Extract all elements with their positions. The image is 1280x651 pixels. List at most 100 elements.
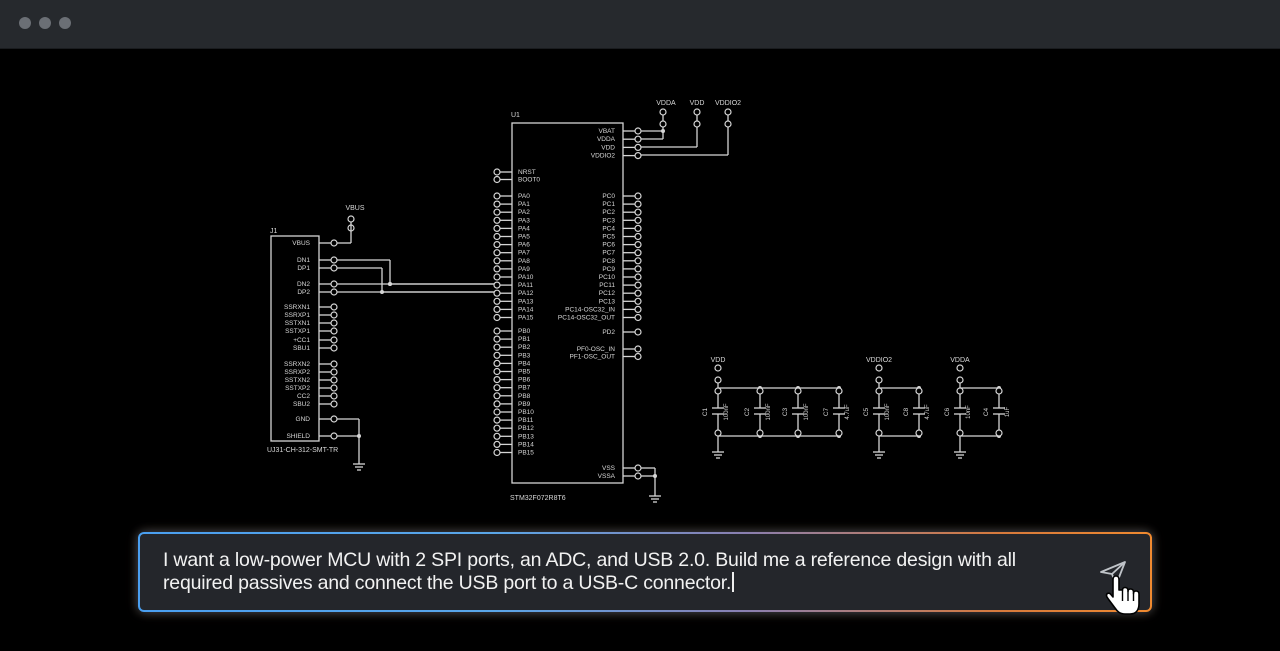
maximize-window-dot[interactable] <box>59 17 71 29</box>
schematic-drawing: J1UJ31-CH-312-SMT-TRVBUSDN1DP1DN2DP2SSRX… <box>267 100 1011 503</box>
cap-terminal <box>956 429 964 437</box>
cap-terminal <box>875 429 883 437</box>
cap-terminal <box>995 387 1003 395</box>
mcu-pin-label: PC8 <box>602 258 615 265</box>
mcu-pin-label: VDDA <box>597 136 616 143</box>
pin-terminal <box>493 224 501 232</box>
pin-terminal <box>634 297 642 305</box>
pin-terminal <box>330 327 338 335</box>
mcu-pin-label: PC13 <box>599 298 616 305</box>
pin-terminal <box>330 384 338 392</box>
pin-terminal <box>493 392 501 400</box>
mcu-pin-label: PB15 <box>518 450 534 457</box>
mcu-pin-label: VDDIO2 <box>591 153 616 160</box>
pin-terminal <box>493 343 501 351</box>
mcu-pin-label: BOOT0 <box>518 177 540 184</box>
power-terminal <box>659 108 667 116</box>
pin-terminal <box>330 376 338 384</box>
pin-terminal <box>493 297 501 305</box>
mcu-part-label: STM32F072R8T6 <box>510 495 566 502</box>
pin-terminal <box>634 257 642 265</box>
pin-terminal <box>634 281 642 289</box>
connector-pin-label: SSRXN1 <box>284 304 310 311</box>
mcu-pin-label: PC14-OSC32_OUT <box>558 315 615 322</box>
mcu-pin-label: PC7 <box>602 250 615 257</box>
power-terminal <box>956 364 964 372</box>
power-terminal <box>693 120 701 128</box>
pin-terminal <box>330 239 338 247</box>
mcu-pin-label: VSS <box>602 465 616 472</box>
pin-terminal <box>634 328 642 336</box>
pin-terminal <box>330 319 338 327</box>
mcu-pin-label: PB13 <box>518 433 534 440</box>
pin-terminal <box>634 472 642 480</box>
pin-terminal <box>493 440 501 448</box>
cap-terminal <box>875 387 883 395</box>
pin-terminal <box>634 313 642 322</box>
mcu-pin-label: PF0-OSC_IN <box>577 346 616 353</box>
pin-terminal <box>634 249 642 257</box>
pin-terminal <box>493 432 501 440</box>
prompt-box[interactable]: I want a low-power MCU with 2 SPI ports,… <box>138 532 1152 612</box>
mcu-pin-label: PB12 <box>518 425 534 432</box>
pin-terminal <box>634 135 642 143</box>
pin-terminal <box>634 289 642 297</box>
pin-terminal <box>330 264 338 272</box>
cap-ref: C3 <box>782 407 789 416</box>
connector-pin-label: SSTXN1 <box>285 320 311 327</box>
net-label: VDDIO2 <box>866 357 892 364</box>
prompt-inner[interactable]: I want a low-power MCU with 2 SPI ports,… <box>140 534 1150 610</box>
junction-dot <box>661 129 665 133</box>
mcu-pin-label: PB9 <box>518 401 531 408</box>
connector-pin-label: +CC1 <box>293 337 310 344</box>
cap-ref: C4 <box>983 407 990 416</box>
mcu-pin-label: PA4 <box>518 225 530 232</box>
cap-value: 100nF <box>724 403 730 420</box>
mcu-pin-label: PB6 <box>518 377 531 384</box>
pin-terminal <box>634 305 642 313</box>
pin-terminal <box>493 168 501 176</box>
pin-terminal <box>330 256 338 264</box>
pin-terminal <box>330 432 338 440</box>
cap-value: 100nF <box>804 403 810 420</box>
pin-terminal <box>330 360 338 368</box>
mcu-pin-label: PA7 <box>518 250 530 257</box>
connector-pin-label: SSRXN2 <box>284 361 310 368</box>
connector-pin-label: SSTXP1 <box>285 328 310 335</box>
cap-value: 100nF <box>885 403 891 420</box>
cap-ref: C7 <box>823 407 830 416</box>
prompt-input[interactable]: I want a low-power MCU with 2 SPI ports,… <box>163 549 1070 595</box>
mcu-pin-label: NRST <box>518 169 536 176</box>
cap-terminal <box>835 429 843 437</box>
mcu-body <box>511 122 624 484</box>
cap-terminal <box>714 387 722 395</box>
power-terminal <box>956 376 964 384</box>
mcu-pin-label: PC9 <box>602 266 615 273</box>
mcu-pin-label: PC11 <box>599 282 615 289</box>
pin-terminal <box>493 367 501 376</box>
pin-terminal <box>634 208 642 216</box>
connector-pin-label: SBU2 <box>293 401 310 408</box>
minimize-window-dot[interactable] <box>39 17 51 29</box>
mcu-pin-label: PC14-OSC32_IN <box>565 306 615 313</box>
cap-ref: C2 <box>744 407 751 416</box>
cap-ref: C8 <box>903 407 910 416</box>
pin-terminal <box>330 400 338 408</box>
pin-terminal <box>493 408 501 416</box>
pin-terminal <box>493 216 501 224</box>
connector-body <box>270 235 320 442</box>
pin-terminal <box>330 336 338 344</box>
pin-terminal <box>493 192 501 200</box>
connector-pin-label: DP1 <box>297 265 310 272</box>
mcu-pin-label: PB7 <box>518 385 531 392</box>
pin-terminal <box>493 241 501 249</box>
mcu-pin-label: PC5 <box>602 234 615 241</box>
power-terminal <box>724 120 732 128</box>
pin-terminal <box>493 384 501 392</box>
pin-terminal <box>493 208 501 216</box>
close-window-dot[interactable] <box>19 17 31 29</box>
pin-terminal <box>634 127 642 135</box>
connector-pin-label: DN1 <box>297 257 310 264</box>
mcu-pin-label: PA12 <box>518 290 534 297</box>
pin-terminal <box>493 313 501 322</box>
